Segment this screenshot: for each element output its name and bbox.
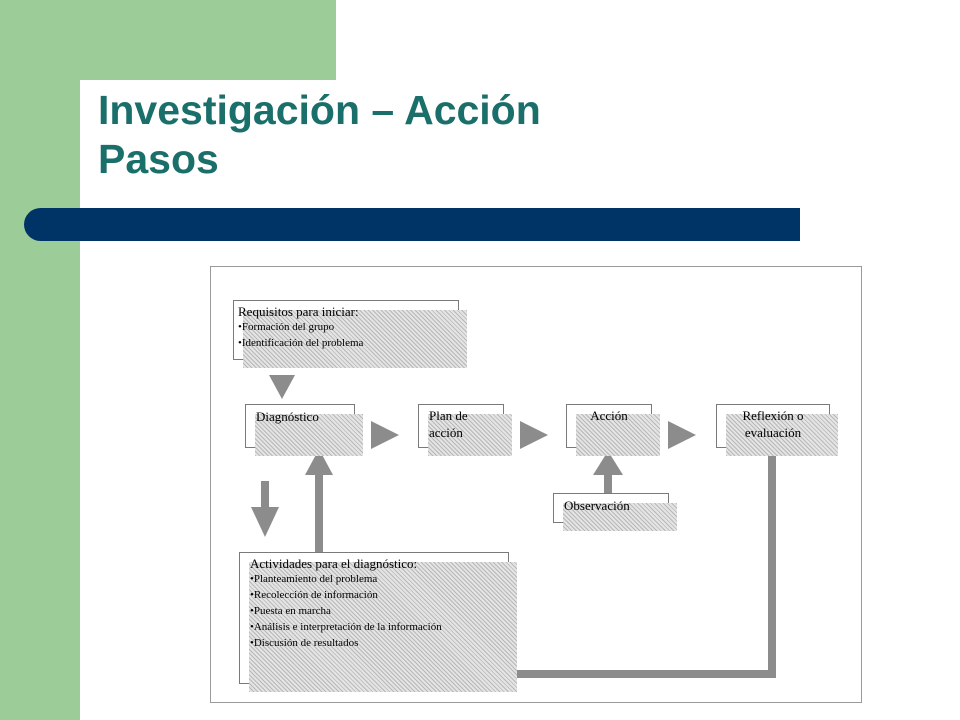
- node-diagnostico-label: Diagnóstico: [256, 409, 319, 424]
- arrow-diagnostico-to-actividades: [251, 507, 279, 537]
- top-accent: [80, 0, 336, 80]
- title-line-1: Investigación – Acción: [98, 87, 541, 133]
- arrow-requisitos-to-diagnostico: [269, 375, 295, 399]
- actividades-item: Discusión de resultados: [250, 635, 498, 651]
- arrow-observacion-to-accion: [593, 451, 623, 475]
- arrow-observacion-shaft: [604, 472, 612, 494]
- node-observacion-label: Observación: [564, 498, 630, 513]
- arrow-loop-to-diagnostico: [305, 449, 333, 475]
- arrow-plan-to-accion: [520, 421, 548, 449]
- node-reflexion: Reflexión o evaluación: [716, 404, 838, 456]
- arrow-accion-to-reflexion: [668, 421, 696, 449]
- node-observacion: Observación: [553, 493, 677, 531]
- actividades-item: Puesta en marcha: [250, 603, 498, 619]
- loop-bottom-horizontal: [315, 670, 776, 678]
- actividades-item: Análisis e interpretación de la informac…: [250, 619, 498, 635]
- arrow-actividades-shaft: [261, 481, 269, 509]
- actividades-box: Actividades para el diagnóstico: Plantea…: [239, 552, 517, 692]
- actividades-list: Planteamiento del problema Recolección d…: [250, 571, 498, 651]
- node-accion-label: Acción: [590, 408, 628, 423]
- slide-title: Investigación – Acción Pasos: [98, 86, 541, 184]
- loop-right-vertical: [768, 447, 776, 678]
- requisitos-list: Formación del grupo Identificación del p…: [238, 319, 454, 351]
- requisitos-heading: Requisitos para iniciar:: [238, 304, 359, 319]
- requisitos-box: Requisitos para iniciar: Formación del g…: [233, 300, 467, 368]
- diagram-frame: Requisitos para iniciar: Formación del g…: [210, 266, 862, 703]
- actividades-heading: Actividades para el diagnóstico:: [250, 556, 418, 571]
- node-reflexion-label-line2: evaluación: [744, 425, 802, 440]
- requisitos-item: Formación del grupo: [238, 319, 454, 335]
- sidebar-accent: [0, 0, 80, 720]
- node-diagnostico: Diagnóstico: [245, 404, 363, 456]
- node-reflexion-label-line1: Reflexión o: [742, 408, 804, 423]
- node-plan-label-line1: Plan de: [429, 408, 468, 423]
- requisitos-item: Identificación del problema: [238, 335, 454, 351]
- actividades-item: Recolección de información: [250, 587, 498, 603]
- arrow-diagnostico-to-plan: [371, 421, 399, 449]
- title-line-2: Pasos: [98, 136, 219, 182]
- node-plan-label-line2: acción: [429, 425, 463, 440]
- node-accion: Acción: [566, 404, 660, 456]
- actividades-item: Planteamiento del problema: [250, 571, 498, 587]
- node-plan: Plan de acción: [418, 404, 512, 456]
- title-rule: [24, 208, 800, 241]
